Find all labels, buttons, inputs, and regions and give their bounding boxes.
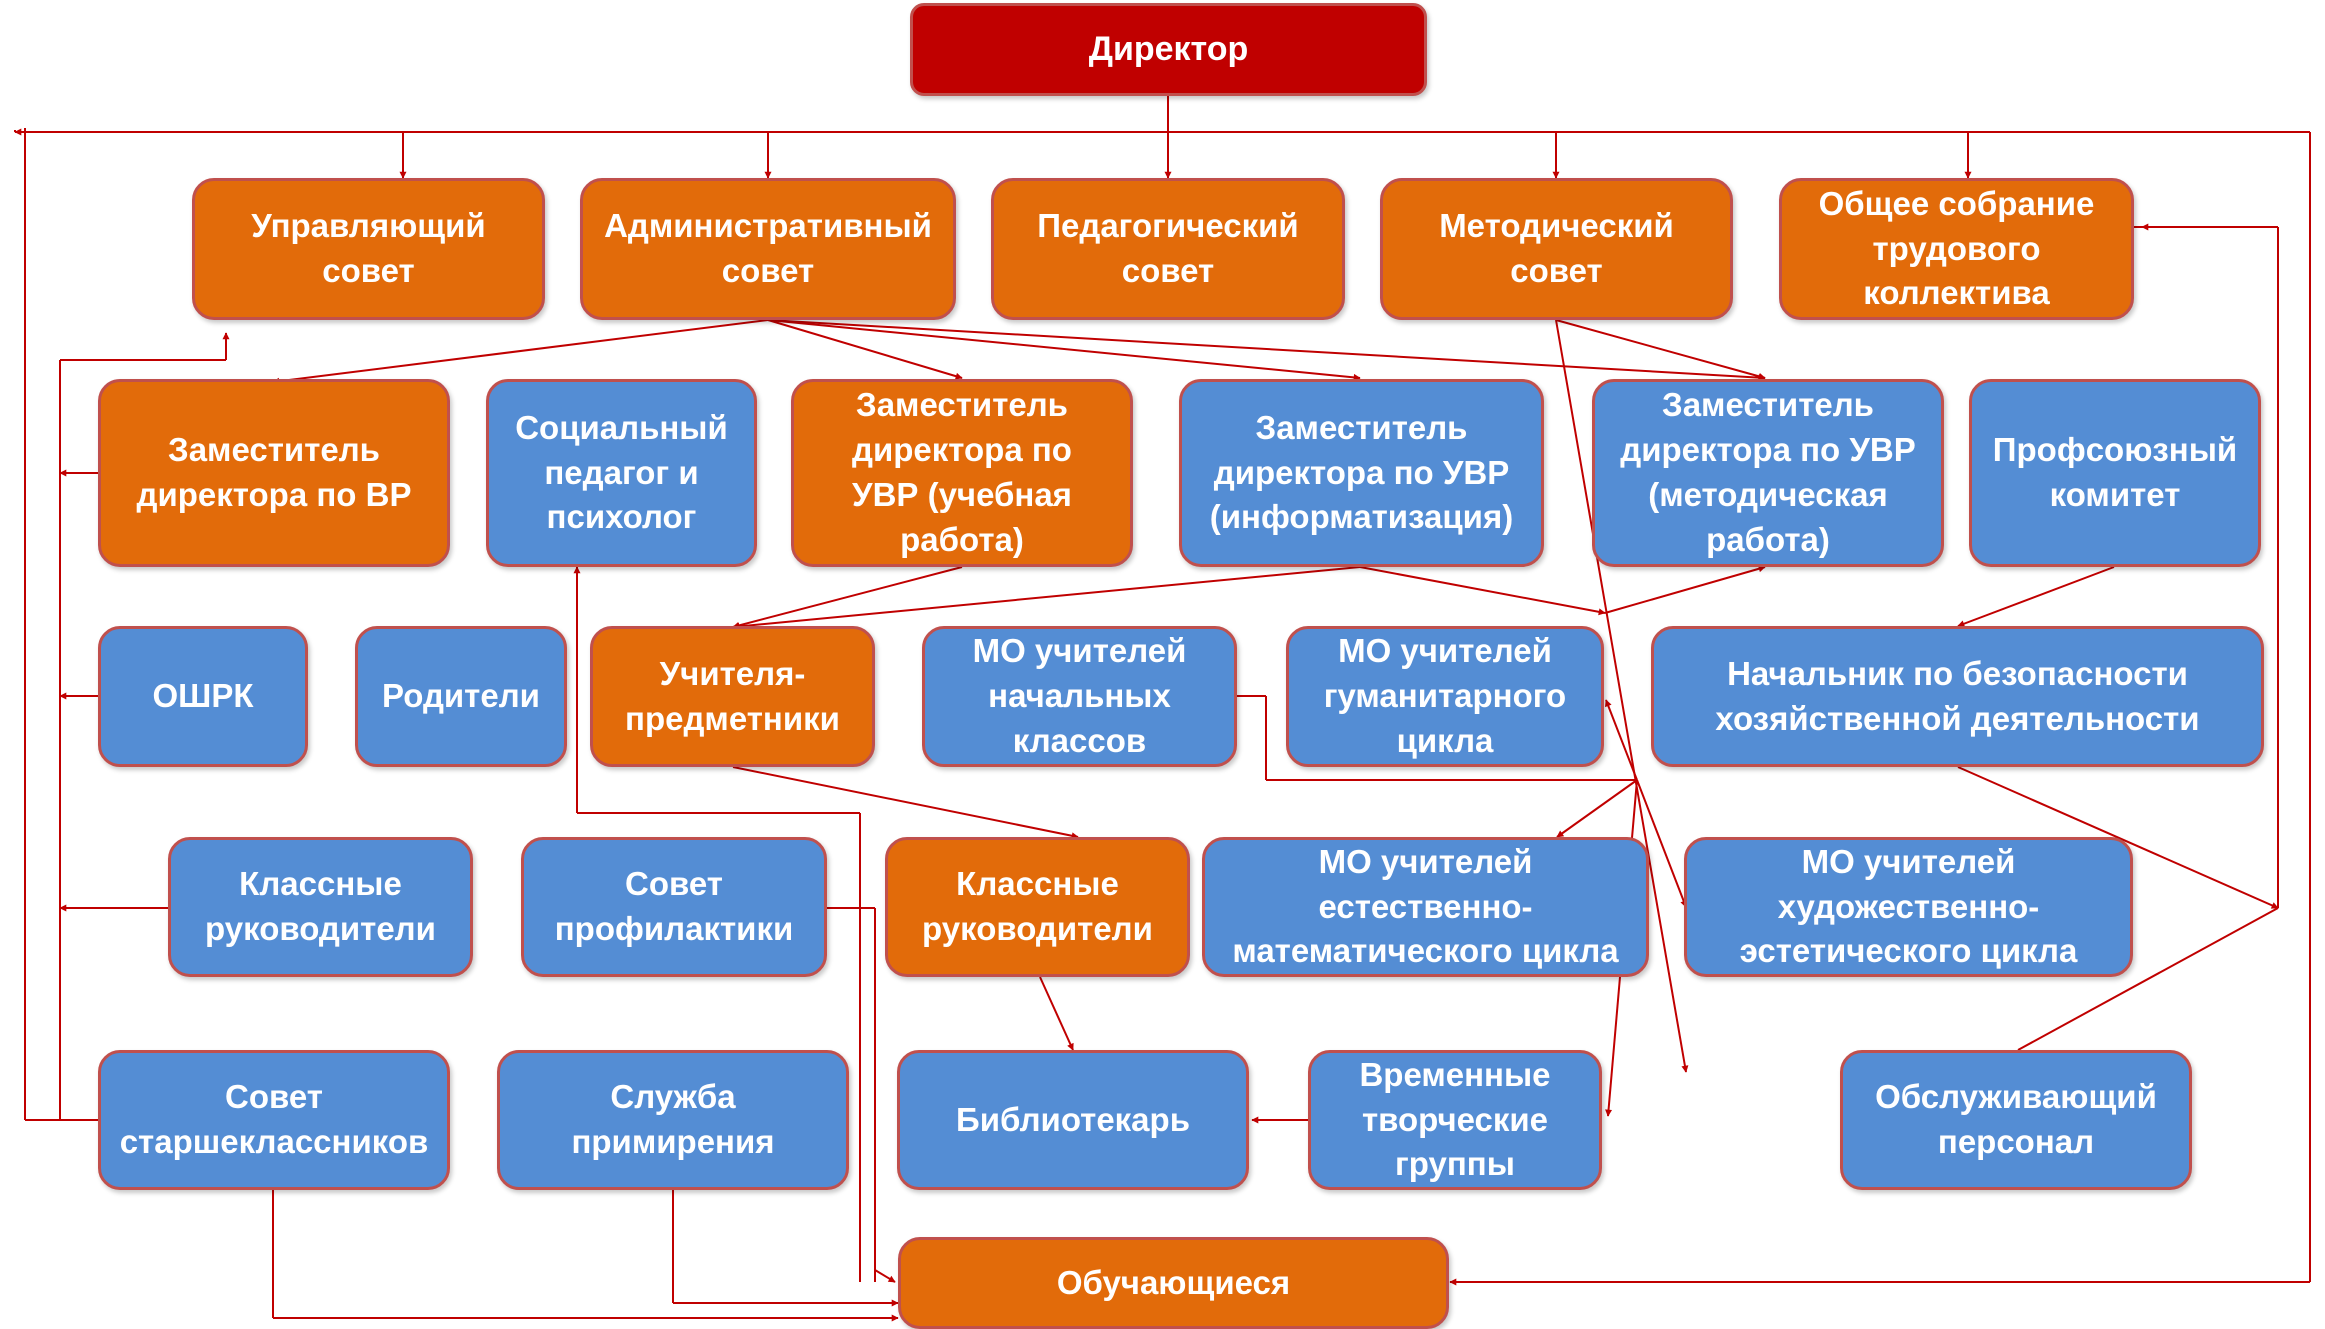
security-head-box: Начальник по безопасности хозяйственной … — [1651, 626, 2264, 767]
mo-arts-box: МО учителей художественно- эстетического… — [1684, 837, 2133, 977]
connector-line — [1359, 566, 1606, 616]
connector-line — [1604, 565, 1766, 614]
mo-science-box: МО учителей естественно- математического… — [1202, 837, 1649, 977]
trade-union-box: Профсоюзный комитет — [1969, 379, 2261, 567]
governing-council-box: Управляющий совет — [192, 178, 545, 320]
connector-line — [1605, 699, 1638, 781]
connector-line — [1039, 976, 1074, 1051]
creative-groups-box: Временные творческие группы — [1308, 1050, 1602, 1190]
director-box: Директор — [910, 3, 1427, 96]
connector-line — [732, 566, 1361, 630]
connector-line — [732, 766, 1079, 840]
mo-primary-box: МО учителей начальных классов — [922, 626, 1237, 767]
prevention-council-box: Совет профилактики — [521, 837, 827, 977]
librarian-box: Библиотекарь — [897, 1050, 1249, 1190]
connector-line — [874, 1269, 896, 1283]
parents-box: Родители — [355, 626, 567, 767]
class-teachers-orange-box: Классные руководители — [885, 837, 1190, 977]
connector-line — [767, 319, 963, 380]
methodical-council-box: Методический совет — [1380, 178, 1733, 320]
subject-teachers-box: Учителя- предметники — [590, 626, 875, 767]
oshrk-box: ОШРК — [98, 626, 308, 767]
deputy-uvr-method-box: Заместитель директора по УВР (методическ… — [1592, 379, 1944, 567]
social-pedagogue-box: Социальный педагог и психолог — [486, 379, 757, 567]
connector-line — [732, 566, 963, 629]
connector-line — [1556, 779, 1638, 838]
deputy-vr-box: Заместитель директора по ВР — [98, 379, 450, 567]
connector-line — [767, 319, 1361, 381]
senior-council-box: Совет старшеклассников — [98, 1050, 450, 1190]
reconciliation-box: Служба примирения — [497, 1050, 849, 1190]
connector-line — [1957, 566, 2115, 628]
pedagogical-council-box: Педагогический совет — [991, 178, 1345, 320]
connector-line — [1555, 319, 1766, 380]
connector-line — [767, 319, 1766, 382]
deputy-uvr-info-box: Заместитель директора по УВР (информатиз… — [1179, 379, 1544, 567]
deputy-uvr-study-box: Заместитель директора по УВР (учебная ра… — [791, 379, 1133, 567]
admin-council-box: Административный совет — [580, 178, 956, 320]
students-box: Обучающиеся — [898, 1237, 1449, 1329]
connector-line — [272, 319, 769, 385]
service-staff-box: Обслуживающий персонал — [1840, 1050, 2192, 1190]
general-meeting-box: Общее собрание трудового коллектива — [1779, 178, 2134, 320]
mo-humanities-box: МО учителей гуманитарного цикла — [1286, 626, 1604, 767]
class-teachers-box: Классные руководители — [168, 837, 473, 977]
